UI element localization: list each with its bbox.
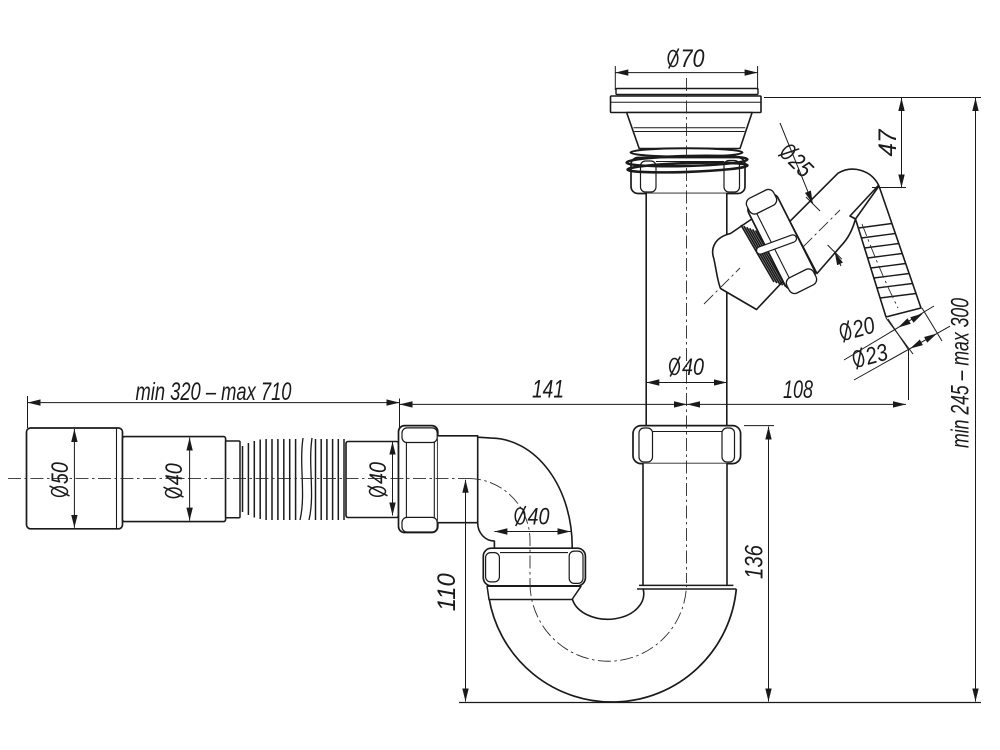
svg-text:110: 110 — [433, 573, 461, 611]
svg-text:50: 50 — [47, 462, 74, 485]
svg-text:47: 47 — [874, 128, 902, 156]
svg-text:136: 136 — [741, 545, 769, 579]
svg-text:108: 108 — [783, 376, 813, 404]
svg-text:40: 40 — [161, 463, 188, 486]
svg-text:40: 40 — [528, 504, 551, 531]
svg-text:70: 70 — [681, 45, 705, 73]
svg-text:40: 40 — [682, 354, 705, 381]
svg-text:141: 141 — [532, 376, 564, 404]
svg-text:min 245 – max 300: min 245 – max 300 — [947, 298, 975, 448]
svg-text:40: 40 — [365, 461, 392, 484]
svg-text:min 320 – max 710: min 320 – max 710 — [136, 378, 292, 406]
